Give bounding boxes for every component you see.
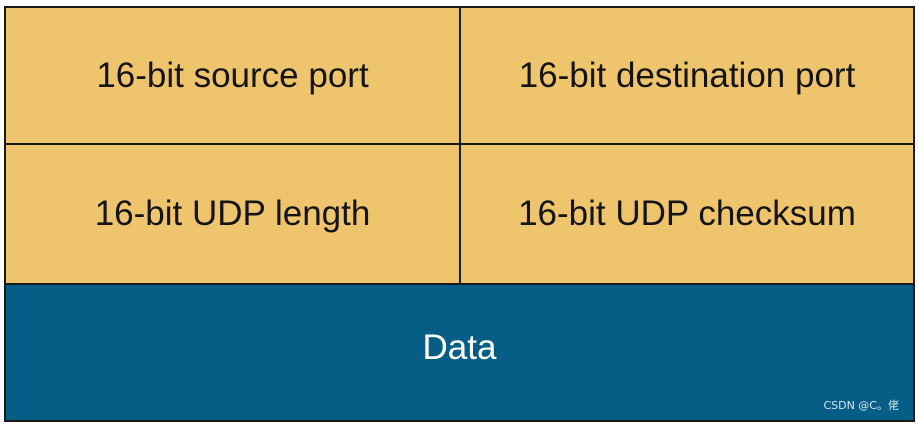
data-field: Data CSDN @C。佬 xyxy=(6,285,913,420)
udp-header-diagram: 16-bit source port 16-bit destination po… xyxy=(4,6,915,422)
udp-length-label: 16-bit UDP length xyxy=(94,194,371,233)
udp-checksum-field: 16-bit UDP checksum xyxy=(461,145,913,285)
source-port-field: 16-bit source port xyxy=(6,8,461,145)
udp-checksum-label: 16-bit UDP checksum xyxy=(518,194,856,233)
destination-port-field: 16-bit destination port xyxy=(461,8,913,145)
source-port-label: 16-bit source port xyxy=(96,55,369,95)
watermark: CSDN @C。佬 xyxy=(823,399,899,412)
udp-length-field: 16-bit UDP length xyxy=(6,145,461,285)
data-label: Data xyxy=(422,327,497,367)
destination-port-label: 16-bit destination port xyxy=(518,55,856,95)
